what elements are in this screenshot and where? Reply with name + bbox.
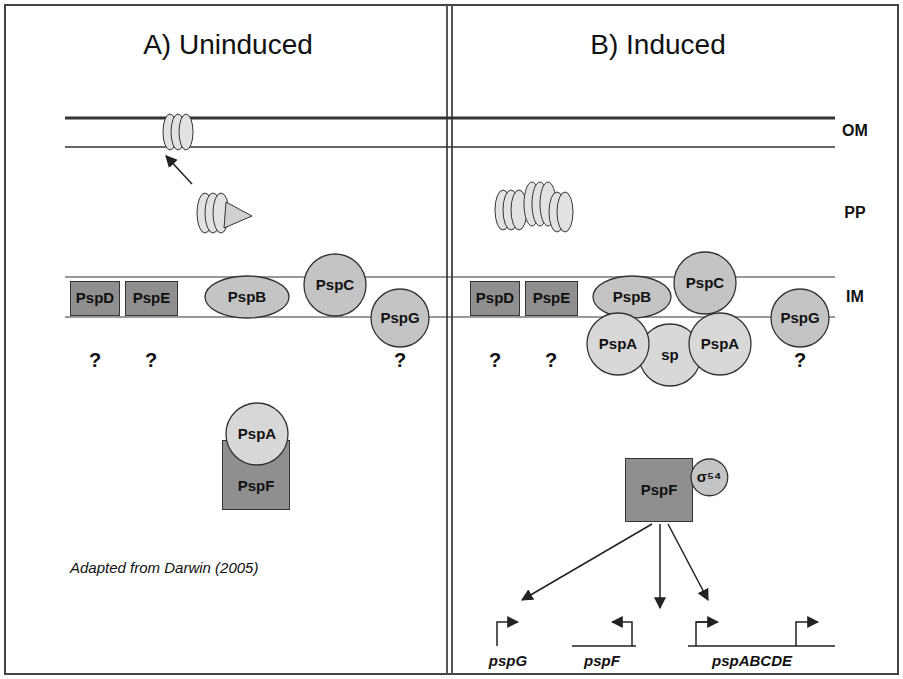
unknown-mark: ?: [794, 349, 806, 371]
protein-name: σ⁵⁴: [697, 469, 722, 486]
unknown-mark: ?: [145, 349, 157, 371]
sigma-factor-outline: [691, 459, 728, 496]
protein-box: PspE: [125, 281, 178, 316]
protein-name: PspA: [599, 336, 637, 353]
unknown-mark: ?: [489, 349, 501, 371]
unknown-mark: ?: [394, 349, 406, 371]
protein-box: PspF: [625, 458, 693, 522]
gene-name: pspF: [584, 653, 620, 670]
promoter: [497, 622, 835, 646]
protein-circle-outline: [587, 313, 649, 375]
protein-name: PspE: [533, 290, 571, 307]
protein-ellipse-outline: [593, 276, 671, 318]
frame: [5, 5, 898, 674]
divider: [451, 5, 453, 674]
protein-name: PspD: [476, 290, 514, 307]
panel-title: B) Induced: [590, 30, 725, 61]
secretin-multimer: [495, 182, 573, 232]
protein-circle-outline: [226, 403, 288, 465]
protein-name: PspC: [686, 275, 724, 292]
divider: [446, 5, 448, 674]
compartment-label: OM: [842, 122, 868, 140]
panel-title: A) Uninduced: [143, 30, 313, 61]
protein-name: PspB: [228, 289, 266, 306]
unknown-mark: ?: [89, 349, 101, 371]
secretin: [197, 193, 252, 233]
protein-circle-outline: [689, 313, 751, 375]
secretin: [163, 114, 193, 150]
source-note: Adapted from Darwin (2005): [70, 560, 258, 577]
protein-box: PspD: [470, 281, 520, 316]
activation-arrow: [522, 524, 708, 608]
protein-name: PspF: [238, 478, 275, 495]
protein-circle: PspC: [303, 253, 367, 317]
protein-name: PspG: [380, 310, 419, 327]
export-arrow: [166, 156, 192, 184]
sigma-factor: σ⁵⁴: [690, 458, 729, 497]
protein-circle: PspA: [586, 312, 650, 376]
protein-name: PspE: [133, 290, 171, 307]
protein-circle: PspG: [370, 288, 430, 348]
protein-circle-outline: [674, 252, 736, 314]
protein-box: PspE: [525, 281, 578, 316]
gene-name: pspABCDE: [712, 653, 792, 670]
protein-ellipse: PspB: [592, 275, 672, 319]
unknown-mark: ?: [545, 349, 557, 371]
gene-name: pspG: [489, 653, 527, 670]
protein-circle: PspG: [770, 288, 830, 348]
protein-circle-outline: [371, 289, 429, 347]
protein-name: sp: [661, 347, 679, 364]
protein-name: PspC: [316, 277, 354, 294]
protein-name: PspD: [76, 290, 114, 307]
protein-circle-outline: [771, 289, 829, 347]
protein-name: PspF: [641, 482, 678, 499]
protein-circle-outline: [304, 254, 366, 316]
protein-circle: PspC: [673, 251, 737, 315]
compartment-label: PP: [844, 204, 865, 222]
protein-name: PspA: [701, 336, 739, 353]
protein-name: PspA: [238, 426, 276, 443]
protein-circle: PspA: [225, 402, 289, 466]
protein-ellipse-outline: [205, 276, 289, 318]
protein-name: PspG: [780, 310, 819, 327]
protein-ellipse: PspB: [204, 275, 290, 319]
protein-circle: PspA: [688, 312, 752, 376]
compartment-label: IM: [846, 288, 864, 306]
protein-name: PspB: [613, 289, 651, 306]
protein-box: PspD: [70, 281, 120, 316]
